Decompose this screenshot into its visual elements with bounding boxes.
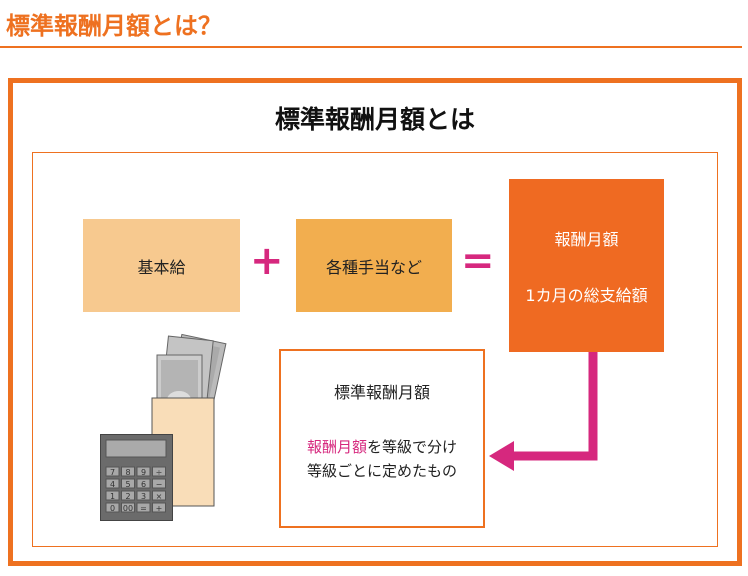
calculator-key-label: 0 — [110, 504, 115, 513]
calculator-key-label: − — [156, 480, 163, 489]
calculator-key-label: × — [156, 492, 163, 501]
highlight-text: 報酬月額 — [306, 438, 367, 456]
calculator-key — [121, 478, 135, 489]
calculator-key-label: 1 — [110, 492, 115, 501]
calculator-key — [136, 502, 151, 513]
calculator-key-label: 4 — [110, 480, 115, 489]
diagram-inner-frame — [32, 152, 718, 547]
calculator-key-label: 2 — [125, 492, 130, 501]
calculator-key-label: 00 — [123, 504, 133, 513]
page-title: 標準報酬月額とは？ — [6, 12, 222, 40]
calculator-key-label: 6 — [141, 480, 146, 489]
calculator-key — [152, 478, 166, 489]
line2-text: 等級ごとに定めたもの — [306, 462, 457, 480]
calculator-key — [105, 478, 120, 489]
calculator-key — [152, 502, 166, 513]
calculator-key-label: = — [140, 504, 147, 513]
monthly-pay-subtitle: 1カ月の総支給額 — [525, 285, 648, 305]
calculator-key — [105, 502, 120, 513]
line1-text: を等級で分け — [367, 438, 458, 456]
calculator-key-label: 9 — [141, 468, 146, 477]
standard-pay-title: 標準報酬月額 — [333, 383, 430, 402]
calculator-key-label: + — [156, 504, 163, 513]
calculator-key — [136, 478, 151, 489]
monthly-pay-box: 報酬月額 1カ月の総支給額 — [509, 179, 664, 352]
title-underline — [0, 46, 742, 48]
calculator-key-label: 7 — [110, 468, 115, 477]
calculator-key — [105, 490, 120, 501]
calculator-key — [121, 490, 135, 501]
money-envelope-icon — [151, 333, 227, 507]
calculator-key — [136, 466, 151, 477]
plus-sign: + — [250, 238, 284, 284]
allowances-box: 各種手当など — [296, 219, 452, 312]
calculator-key — [152, 466, 166, 477]
equals-sign: = — [461, 238, 495, 284]
standard-pay-box: 標準報酬月額 報酬月額を等級で分け 等級ごとに定めたもの — [279, 349, 485, 528]
calculator-key-label: 3 — [141, 492, 146, 501]
calculator-key — [105, 466, 120, 477]
calculator-key — [136, 490, 151, 501]
calculator-key — [152, 490, 166, 501]
calculator-key — [121, 502, 135, 513]
calculator-key-label: ÷ — [156, 468, 163, 477]
diagram-heading: 標準報酬月額とは — [274, 105, 475, 134]
calculator-key — [121, 466, 135, 477]
calculator-key-label: 8 — [125, 468, 130, 477]
diagram-frame — [8, 78, 742, 566]
base-salary-box: 基本給 — [83, 219, 240, 312]
calculator-key-label: 5 — [125, 480, 130, 489]
monthly-pay-title: 報酬月額 — [554, 229, 619, 249]
